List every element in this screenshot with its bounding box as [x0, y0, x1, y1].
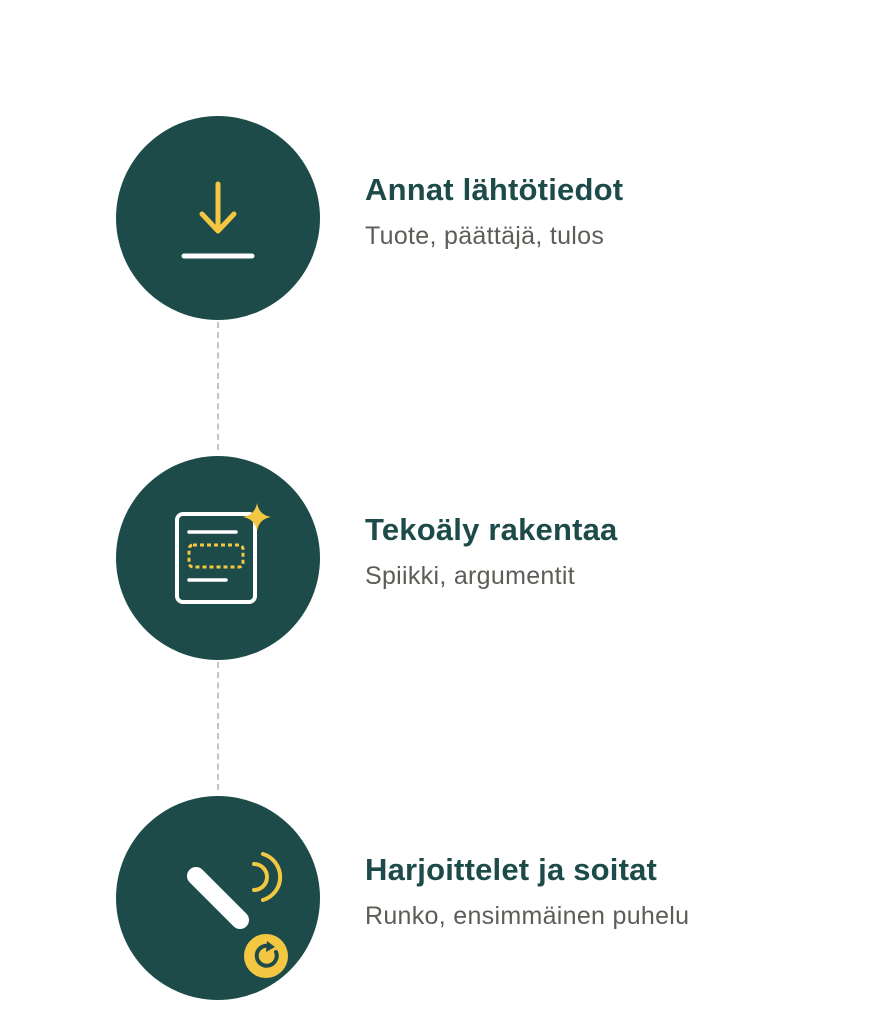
step-item: Harjoittelet ja soitat Runko, ensimmäine…: [116, 796, 816, 1000]
step-icon-circle: [116, 456, 320, 660]
phone-call-icon: [187, 852, 288, 978]
step-item: Annat lähtötiedot Tuote, päättäjä, tulos: [116, 116, 816, 320]
step-item: Tekoäly rakentaa Spiikki, argumentit: [116, 456, 816, 660]
step-subtitle: Tuote, päättäjä, tulos: [365, 222, 605, 250]
step-icon-circle: [116, 796, 320, 1000]
step-title: Harjoittelet ja soitat: [365, 852, 658, 887]
step-subtitle: Runko, ensimmäinen puhelu: [365, 902, 690, 930]
step-title: Annat lähtötiedot: [365, 172, 624, 207]
step-icon-circle: [116, 116, 320, 320]
step-title: Tekoäly rakentaa: [365, 512, 618, 547]
step-connector: [217, 322, 219, 450]
step-connector: [217, 662, 219, 790]
step-subtitle: Spiikki, argumentit: [365, 562, 575, 590]
download-icon: [181, 181, 255, 259]
ai-document-icon: [175, 503, 271, 604]
